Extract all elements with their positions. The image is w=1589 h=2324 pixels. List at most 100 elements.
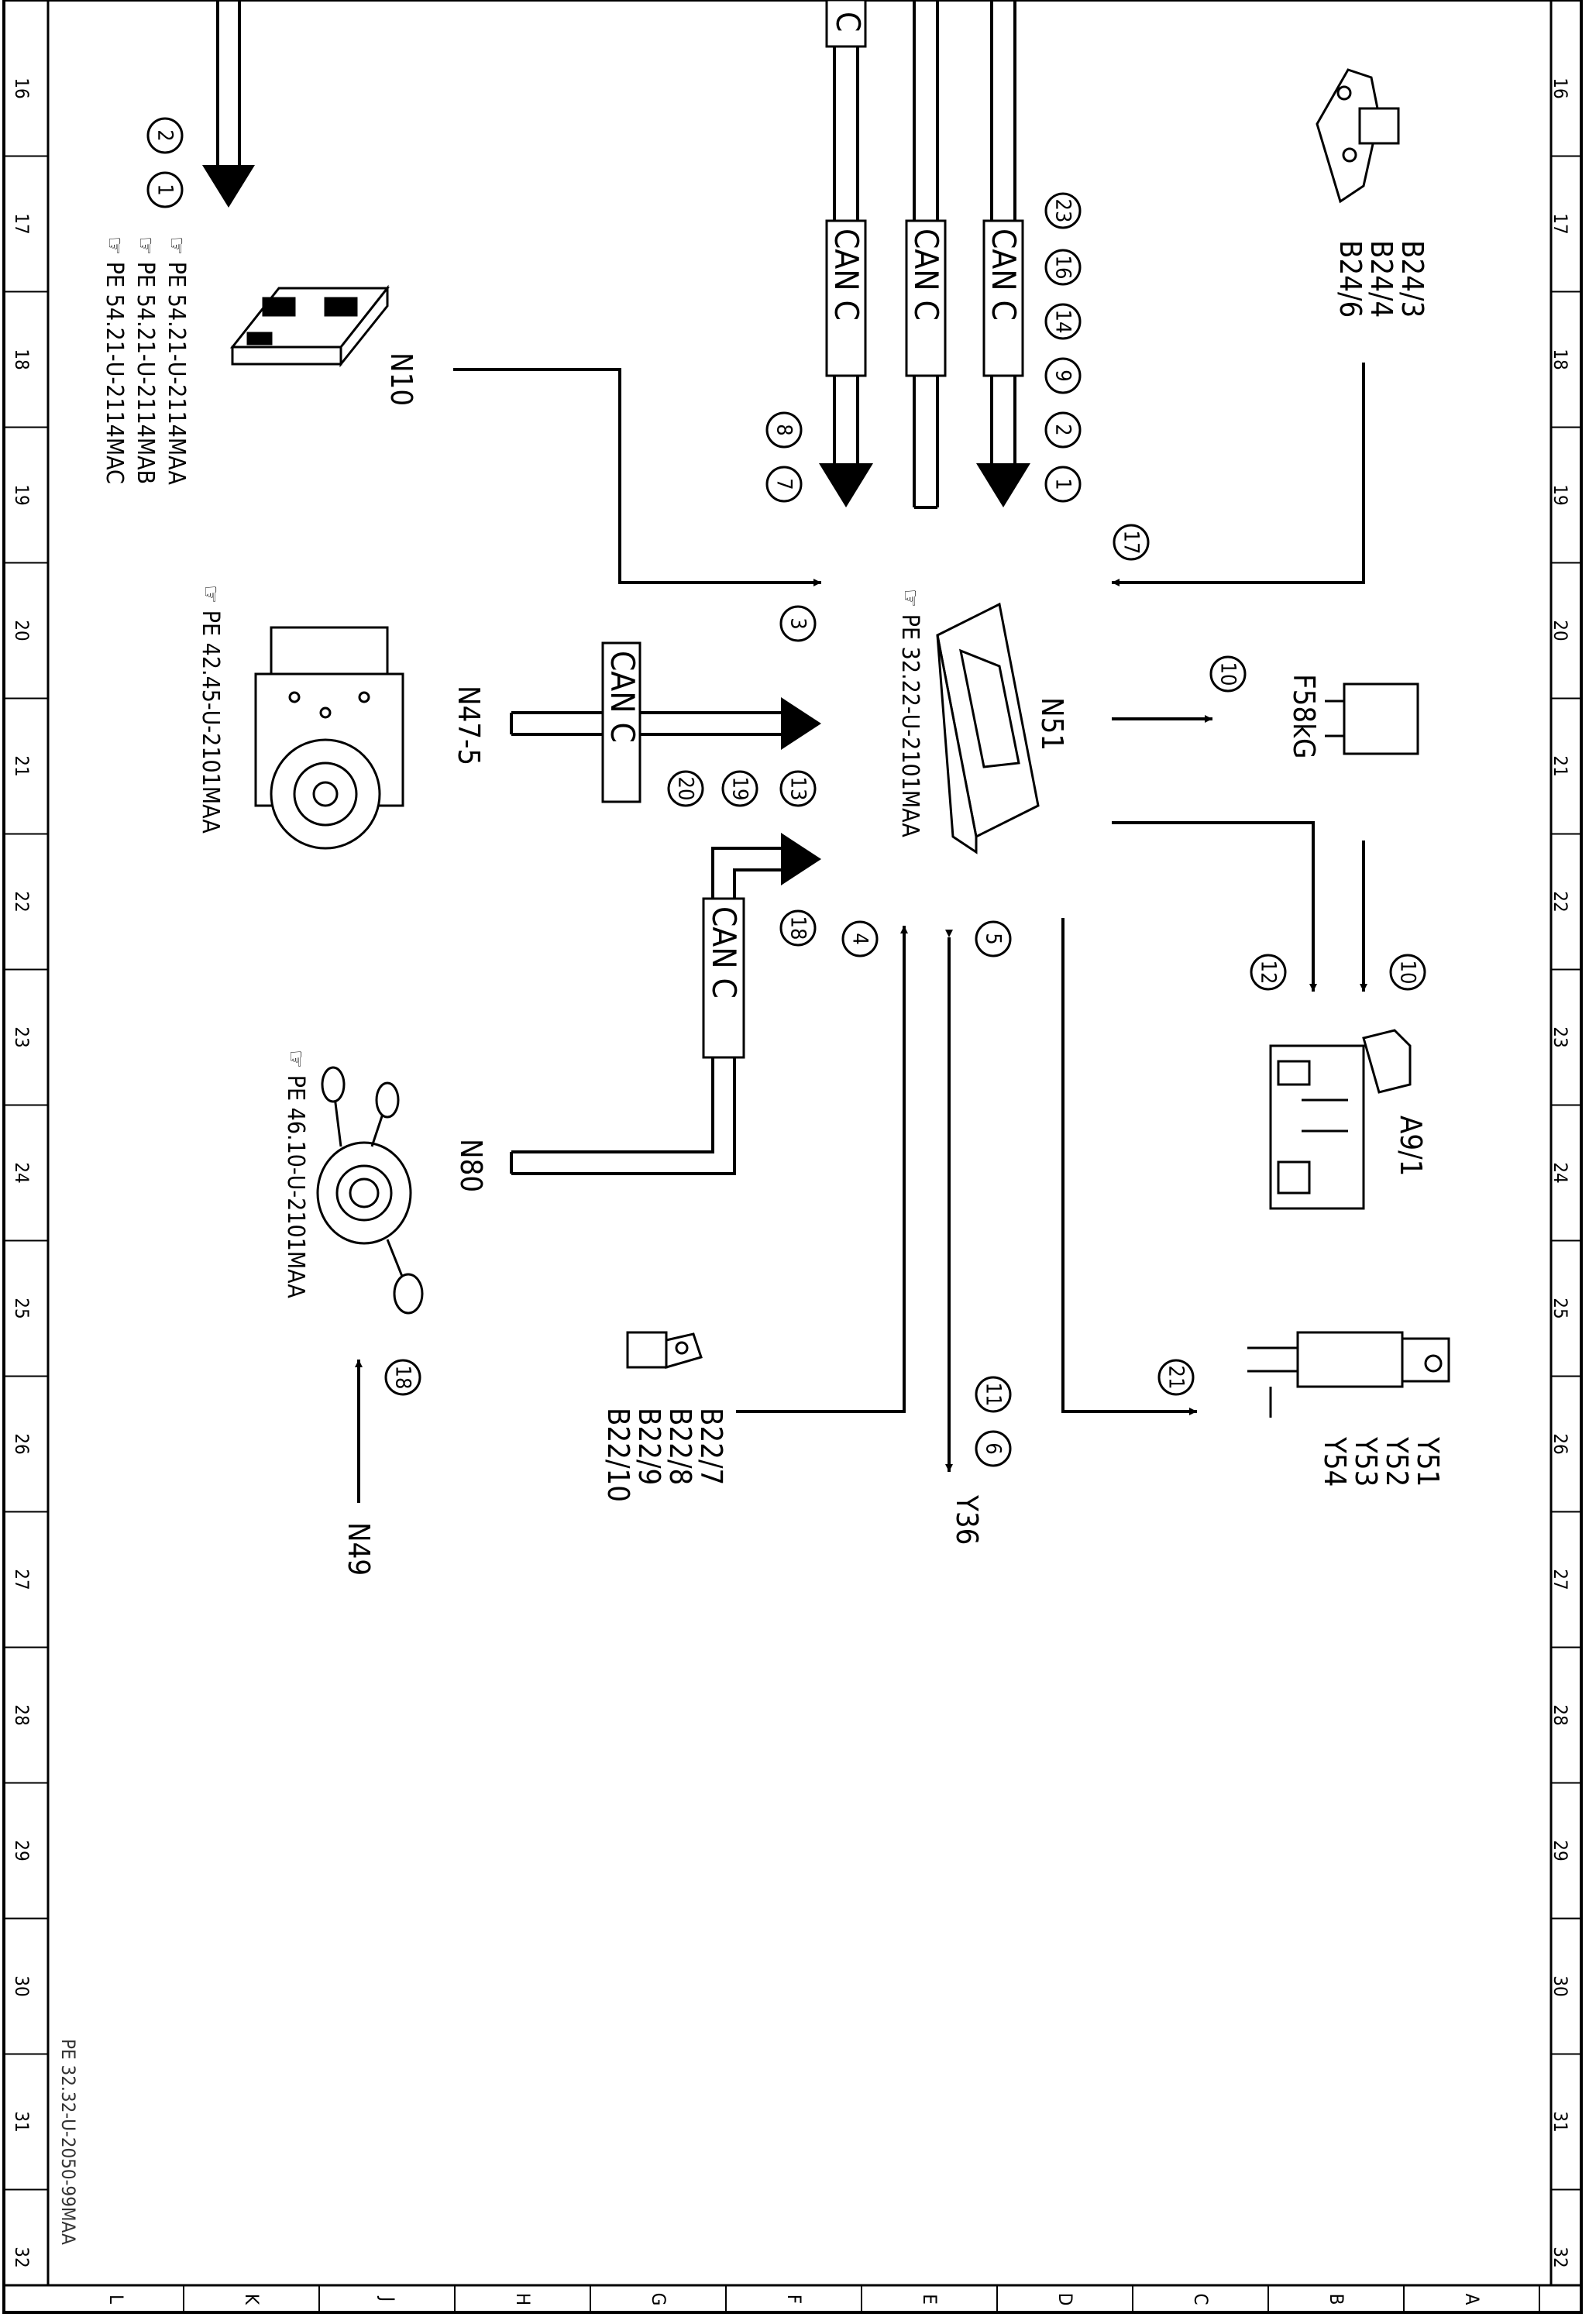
b24-labels: B24/3 B24/4 B24/6 — [1333, 240, 1429, 318]
svg-text:☞ PE 54.21-U-2114MAA: ☞ PE 54.21-U-2114MAA — [163, 236, 190, 485]
svg-text:B22/9: B22/9 — [632, 1408, 666, 1485]
row-number: 17 — [1549, 213, 1571, 234]
row-number: 28 — [1549, 1704, 1571, 1725]
b22-sensor-icon — [626, 1331, 703, 1369]
n10-label: N10 — [384, 352, 418, 406]
n47-ref: ☞ PE 42.45-U-2101MAA — [197, 585, 224, 834]
svg-text:16: 16 — [1051, 256, 1075, 280]
row-number: 26 — [11, 1433, 33, 1454]
svg-text:2: 2 — [1051, 424, 1075, 435]
svg-text:CAN C: CAN C — [827, 229, 865, 321]
circle-18-n51: 18 — [786, 916, 810, 940]
abs-unit-icon — [254, 626, 404, 850]
row-number: 27 — [11, 1569, 33, 1590]
svg-text:CAN C: CAN C — [985, 229, 1023, 321]
b24-sensor-icon — [1316, 68, 1400, 204]
column-letter: A — [1461, 2294, 1483, 2305]
row-number: 26 — [1549, 1433, 1571, 1454]
column-letter: B — [1326, 2294, 1347, 2305]
row-number: 31 — [1549, 2111, 1571, 2132]
n51-to-y5x-line — [1061, 918, 1197, 1415]
bus-c-circles: 23 16 14 9 2 1 — [1044, 192, 1082, 503]
circle-4: 4 — [848, 933, 872, 944]
row-number: 31 — [11, 2111, 33, 2132]
row-number: 29 — [1549, 1840, 1571, 1861]
n80-arrowhead — [781, 833, 821, 885]
row-number: 30 — [11, 1975, 33, 1996]
row-number: 27 — [1549, 1569, 1571, 1590]
row-number: 23 — [1549, 1026, 1571, 1047]
svg-text:7: 7 — [772, 478, 796, 490]
bus-c-arrowhead — [976, 463, 1030, 507]
svg-text:CAN C: CAN C — [907, 229, 945, 321]
control-module-icon — [229, 284, 390, 368]
svg-text:23: 23 — [1051, 199, 1075, 223]
steering-switch-icon — [316, 1066, 424, 1315]
svg-text:Y52: Y52 — [1380, 1436, 1414, 1487]
svg-text:Y51: Y51 — [1411, 1436, 1445, 1487]
svg-text:C: C — [829, 12, 867, 32]
row-number: 17 — [11, 213, 33, 234]
n80-ref: ☞ PE 46.10-U-2101MAA — [282, 1050, 309, 1298]
svg-text:19: 19 — [728, 777, 752, 801]
column-letter: D — [1054, 2293, 1076, 2306]
row-number: 16 — [1549, 77, 1571, 98]
row-number: 22 — [11, 891, 33, 912]
n49-label: N49 — [342, 1522, 376, 1576]
svg-text:1: 1 — [153, 184, 177, 195]
row-number: 18 — [11, 349, 33, 370]
top-left-bus-arrow — [216, 0, 241, 167]
n47-label: N47-5 — [452, 686, 486, 765]
circle-6: 6 — [982, 1442, 1006, 1454]
svg-text:Y53: Y53 — [1349, 1436, 1383, 1487]
row-number: 16 — [11, 77, 33, 98]
column-letter: G — [648, 2293, 669, 2306]
row-number: 19 — [1549, 484, 1571, 505]
f58-label: F58kG — [1287, 674, 1321, 758]
svg-text:1: 1 — [1051, 478, 1075, 490]
y36-label: Y36 — [950, 1494, 984, 1545]
column-letter: E — [919, 2294, 941, 2305]
circle-10-f58: 10 — [1216, 662, 1240, 686]
circle-18-n49: 18 — [391, 1366, 415, 1390]
svg-text:20: 20 — [674, 777, 698, 801]
n51-label: N51 — [1035, 697, 1069, 751]
bus-a-circles: 8 7 — [765, 411, 803, 503]
n80-label: N80 — [454, 1139, 488, 1192]
row-number: 20 — [1549, 620, 1571, 641]
b22-to-n51-line — [736, 926, 908, 1413]
circle-17: 17 — [1120, 531, 1144, 555]
row-number: 21 — [1549, 755, 1571, 776]
circle-5: 5 — [982, 933, 1006, 944]
column-letter: F — [783, 2295, 805, 2304]
svg-text:B24/4: B24/4 — [1364, 240, 1398, 318]
n47-bus-line — [510, 711, 782, 736]
column-letter: K — [241, 2294, 263, 2305]
column-letter: C — [1190, 2293, 1212, 2305]
compressor-icon — [1269, 1029, 1412, 1210]
svg-text:13: 13 — [786, 777, 810, 801]
row-number: 25 — [1549, 1298, 1571, 1318]
svg-text:☞ PE 54.21-U-2114MAC: ☞ PE 54.21-U-2114MAC — [101, 236, 128, 484]
svg-text:☞ PE 54.21-U-2114MAB: ☞ PE 54.21-U-2114MAB — [132, 236, 159, 484]
circle-3: 3 — [786, 617, 810, 629]
fuse-icon — [1325, 682, 1419, 755]
row-number: 23 — [11, 1026, 33, 1047]
svg-text:8: 8 — [772, 424, 796, 435]
svg-text:2: 2 — [153, 129, 177, 141]
row-number: 30 — [1549, 1975, 1571, 1996]
column-letter: J — [377, 2295, 398, 2302]
bus-a-arrowhead — [819, 463, 873, 507]
circle-21: 21 — [1164, 1366, 1188, 1390]
row-number: 32 — [1549, 2247, 1571, 2267]
n47-arrowhead — [781, 697, 821, 750]
row-number: 20 — [11, 620, 33, 641]
n10-to-n51-line — [453, 368, 821, 586]
n10-references: ☞ PE 54.21-U-2114MAA ☞ PE 54.21-U-2114MA… — [101, 236, 190, 485]
svg-text:9: 9 — [1051, 370, 1075, 381]
circle-11: 11 — [982, 1383, 1006, 1407]
drawing-number: PE 32.32-U-2050-99MAA — [57, 2039, 79, 2245]
